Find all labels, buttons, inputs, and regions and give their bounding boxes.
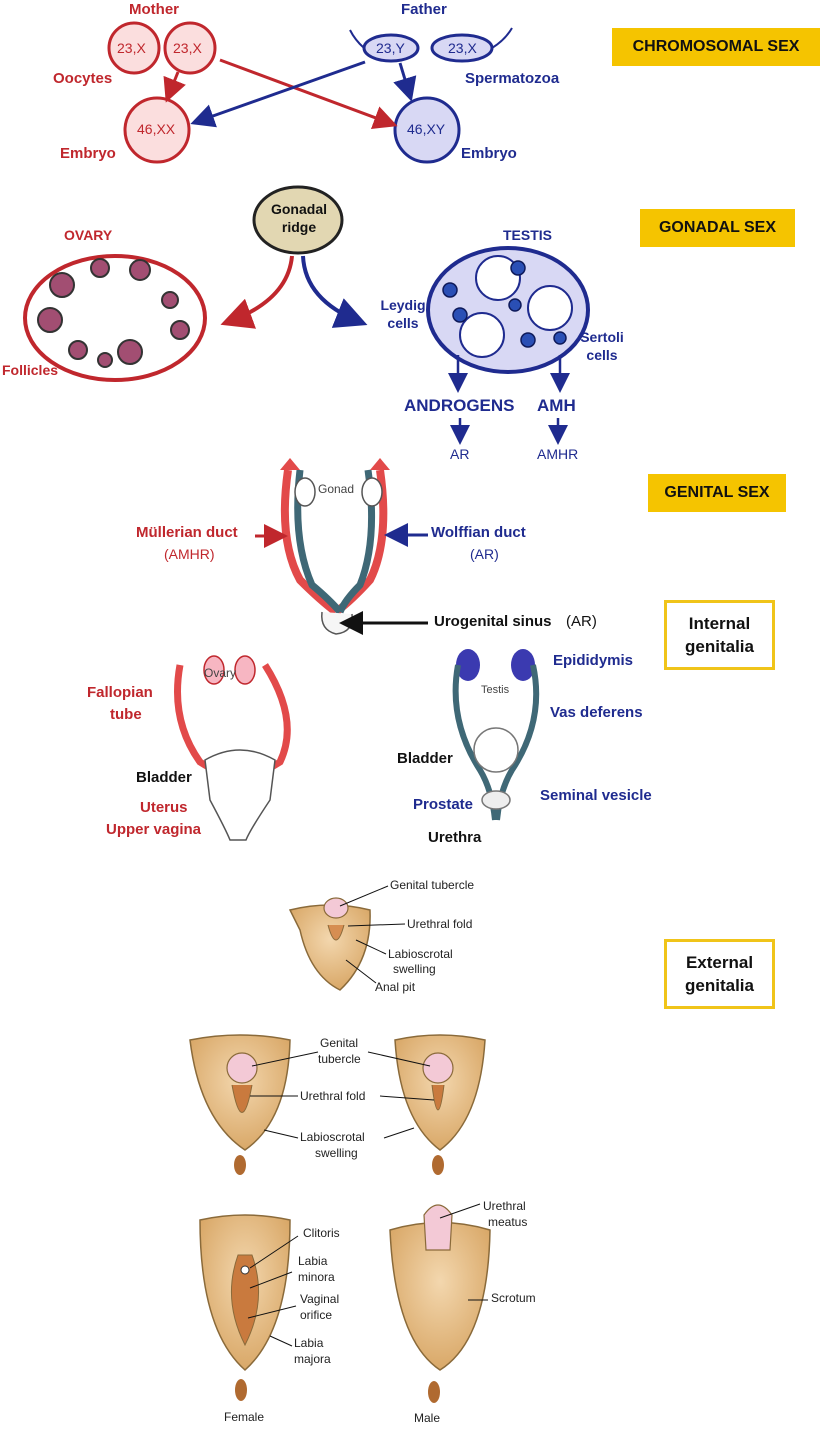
father-label: Father: [401, 1, 447, 18]
embryo-female-karyotype: 46,XX: [137, 121, 176, 137]
vaginal-orifice-label-2: orifice: [300, 1308, 333, 1322]
urethra-label: Urethra: [428, 829, 482, 846]
embryo-male-cell: [393, 96, 461, 164]
ar-receptor-label: AR: [450, 446, 470, 462]
gonadal-ridge-label: Gonadal ridge: [270, 201, 327, 235]
indifferent-external-drawing: [288, 897, 371, 991]
labia-minora-label-2: minora: [298, 1270, 335, 1284]
gonad-label: Gonad: [318, 482, 355, 496]
spermatozoa-label: Spermatozoa: [465, 70, 560, 87]
seminal-vesicle-label: Seminal vesicle: [540, 787, 652, 804]
follicles-label: Follicles: [2, 362, 59, 378]
genital-sex-tag: GENITAL SEX: [648, 474, 786, 512]
embryo-left-label: Embryo: [60, 145, 116, 162]
male-mid-drawing: [394, 1034, 486, 1175]
external-genitalia-line2: genitalia: [685, 976, 754, 995]
internal-genitalia-tag: Internal genitalia: [664, 600, 775, 670]
urethral-meatus-label-1: Urethral: [483, 1199, 526, 1213]
gonadal-ridge-shape: [252, 185, 344, 255]
sertoli-cells-label: Sertoli cells: [580, 329, 624, 363]
mullerian-duct-label: Müllerian duct: [136, 524, 238, 541]
indifferent-ducts-drawing: [280, 458, 390, 635]
wolffian-duct-label: Wolffian duct: [431, 524, 526, 541]
oocyte-1-karyotype: 23,X: [117, 40, 146, 56]
amh-label: AMH: [537, 396, 576, 415]
fallopian-label-2: tube: [110, 706, 142, 723]
anal-pit-label: Anal pit: [375, 980, 416, 994]
gonadal-sex-tag: GONADAL SEX: [640, 209, 795, 247]
epididymis-label: Epididymis: [553, 652, 634, 669]
upper-vagina-label: Upper vagina: [106, 821, 202, 838]
leydig-cells-label: Leydig cells: [380, 297, 426, 331]
bladder-female-label: Bladder: [136, 769, 192, 786]
female-internal-drawing: [174, 655, 291, 841]
labioscrotal-label-2: swelling: [393, 962, 436, 976]
urogenital-sinus-label: Urogenital sinus: [434, 613, 552, 630]
testis-drawing: [426, 246, 590, 374]
wolffian-receptor-label: (AR): [470, 546, 499, 562]
labia-minora-label-1: Labia: [298, 1254, 328, 1268]
female-final-drawing: [199, 1214, 291, 1401]
clitoris-label: Clitoris: [303, 1226, 340, 1240]
androgens-label: ANDROGENS: [404, 396, 515, 415]
ovary-label: OVARY: [64, 227, 113, 243]
sperm-1-karyotype: 23,Y: [376, 40, 405, 56]
female-mid-drawing: [189, 1034, 291, 1175]
urethral-meatus-label-2: meatus: [488, 1215, 528, 1229]
ovary-drawing: [23, 254, 207, 382]
fallopian-label-1: Fallopian: [87, 684, 153, 701]
female-caption: Female: [224, 1410, 265, 1424]
external-genitalia-line1: External: [685, 953, 754, 972]
vas-deferens-label: Vas deferens: [550, 704, 643, 721]
bladder-male-label: Bladder: [397, 750, 453, 767]
mid-genital-tubercle-label-2: tubercle: [318, 1052, 361, 1066]
genital-tubercle-label: Genital tubercle: [390, 878, 475, 892]
labioscrotal-label-1: Labioscrotal: [388, 947, 453, 961]
sperm-2-karyotype: 23,X: [448, 40, 477, 56]
embryo-right-label: Embryo: [461, 145, 517, 162]
labia-majora-label-1: Labia: [294, 1336, 324, 1350]
urethral-fold-label: Urethral fold: [407, 917, 473, 931]
mother-label: Mother: [129, 1, 179, 18]
male-final-drawing: [389, 1204, 491, 1403]
mullerian-receptor-label: (AMHR): [164, 546, 215, 562]
external-genitalia-tag: External genitalia: [664, 939, 775, 1009]
embryo-female-cell: [123, 96, 191, 164]
mid-urethral-fold-label: Urethral fold: [300, 1089, 366, 1103]
prostate-label: Prostate: [413, 796, 474, 813]
oocyte-cells: [107, 21, 217, 75]
mid-labioscrotal-label-1: Labioscrotal: [300, 1130, 365, 1144]
male-internal-drawing: [452, 649, 540, 821]
testis-label: TESTIS: [503, 227, 553, 243]
oocyte-2-karyotype: 23,X: [173, 40, 202, 56]
ovary-small-label: Ovary: [204, 666, 237, 680]
chromosomal-sex-tag: CHROMOSOMAL SEX: [612, 28, 820, 66]
internal-genitalia-line2: genitalia: [685, 637, 754, 656]
oocytes-label: Oocytes: [53, 70, 113, 87]
vaginal-orifice-label-1: Vaginal: [300, 1292, 340, 1306]
labia-majora-label-2: majora: [294, 1352, 331, 1366]
uterus-label: Uterus: [140, 799, 188, 816]
mid-labioscrotal-label-2: swelling: [315, 1146, 358, 1160]
male-caption: Male: [414, 1411, 441, 1425]
embryo-male-karyotype: 46,XY: [407, 121, 446, 137]
amhr-receptor-label: AMHR: [537, 446, 579, 462]
scrotum-label: Scrotum: [491, 1291, 536, 1305]
mid-genital-tubercle-label-1: Genital: [320, 1036, 359, 1050]
urogenital-receptor-label: (AR): [566, 613, 597, 630]
internal-genitalia-line1: Internal: [688, 614, 751, 633]
testis-small-label: Testis: [481, 684, 510, 696]
spermatozoa-cells: [349, 27, 513, 63]
